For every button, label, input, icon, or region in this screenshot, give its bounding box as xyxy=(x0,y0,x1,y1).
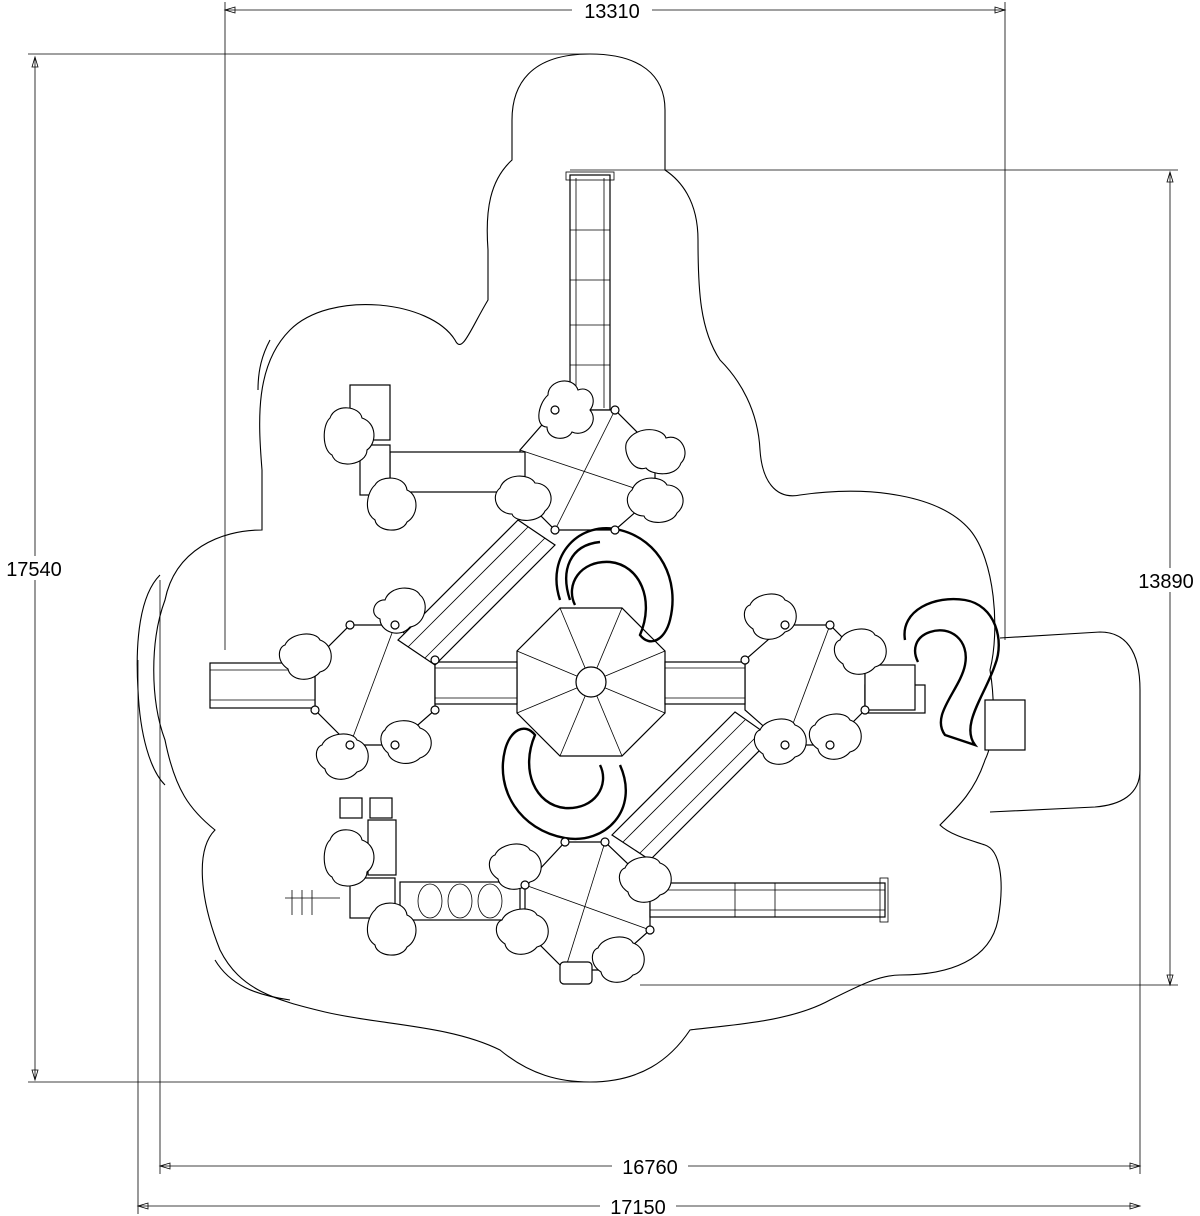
bush-icon xyxy=(278,633,332,680)
post-marker xyxy=(600,837,610,847)
bush-icon xyxy=(488,843,542,890)
post-marker xyxy=(390,740,400,750)
central-roof xyxy=(516,607,666,757)
bush-icon xyxy=(495,908,549,955)
post-marker xyxy=(520,880,530,890)
dim-bottom-inner-width: 16760 xyxy=(622,1157,678,1179)
post-marker xyxy=(560,837,570,847)
post-marker xyxy=(310,705,320,715)
bush-icon xyxy=(366,477,417,531)
bush-icon xyxy=(833,628,887,675)
bush-icon xyxy=(591,936,645,983)
dim-left-height: 17540 xyxy=(6,559,62,581)
decorative-bushes xyxy=(278,380,887,983)
post-marker xyxy=(550,525,560,535)
post-marker xyxy=(430,655,440,665)
posts xyxy=(310,405,870,935)
post-marker xyxy=(645,925,655,935)
dimension-lines xyxy=(28,2,1178,1214)
side-towers xyxy=(339,384,1026,919)
post-marker xyxy=(550,405,560,415)
bush-icon xyxy=(808,713,862,760)
post-marker xyxy=(825,620,835,630)
post-marker xyxy=(390,620,400,630)
platforms xyxy=(314,409,866,985)
dim-right-height: 13890 xyxy=(1138,571,1194,593)
bush-icon xyxy=(323,829,375,887)
post-marker xyxy=(345,740,355,750)
post-marker xyxy=(430,705,440,715)
bush-icon xyxy=(315,733,369,780)
bottom-left-rail xyxy=(285,890,340,915)
dim-top-width: 13310 xyxy=(584,1,640,23)
bush-icon xyxy=(323,407,375,465)
post-marker xyxy=(345,620,355,630)
bush-icon xyxy=(373,587,426,634)
post-marker xyxy=(825,740,835,750)
post-marker xyxy=(610,525,620,535)
bush-icon xyxy=(538,380,594,439)
top-ladder-bridge xyxy=(565,171,615,411)
dim-bottom-outer-width: 17150 xyxy=(610,1197,666,1216)
bush-icon xyxy=(494,475,552,521)
bush-icon xyxy=(618,856,672,903)
post-marker xyxy=(860,705,870,715)
bush-icon xyxy=(366,902,417,956)
bush-icon xyxy=(753,718,807,765)
post-marker xyxy=(740,655,750,665)
bush-icon xyxy=(626,477,684,523)
bush-icon xyxy=(380,720,432,764)
post-marker xyxy=(610,405,620,415)
safety-zone-outline xyxy=(136,53,1141,1083)
bush-icon xyxy=(625,429,686,475)
tube-slides xyxy=(501,527,1000,841)
post-marker xyxy=(780,620,790,630)
post-marker xyxy=(780,740,790,750)
